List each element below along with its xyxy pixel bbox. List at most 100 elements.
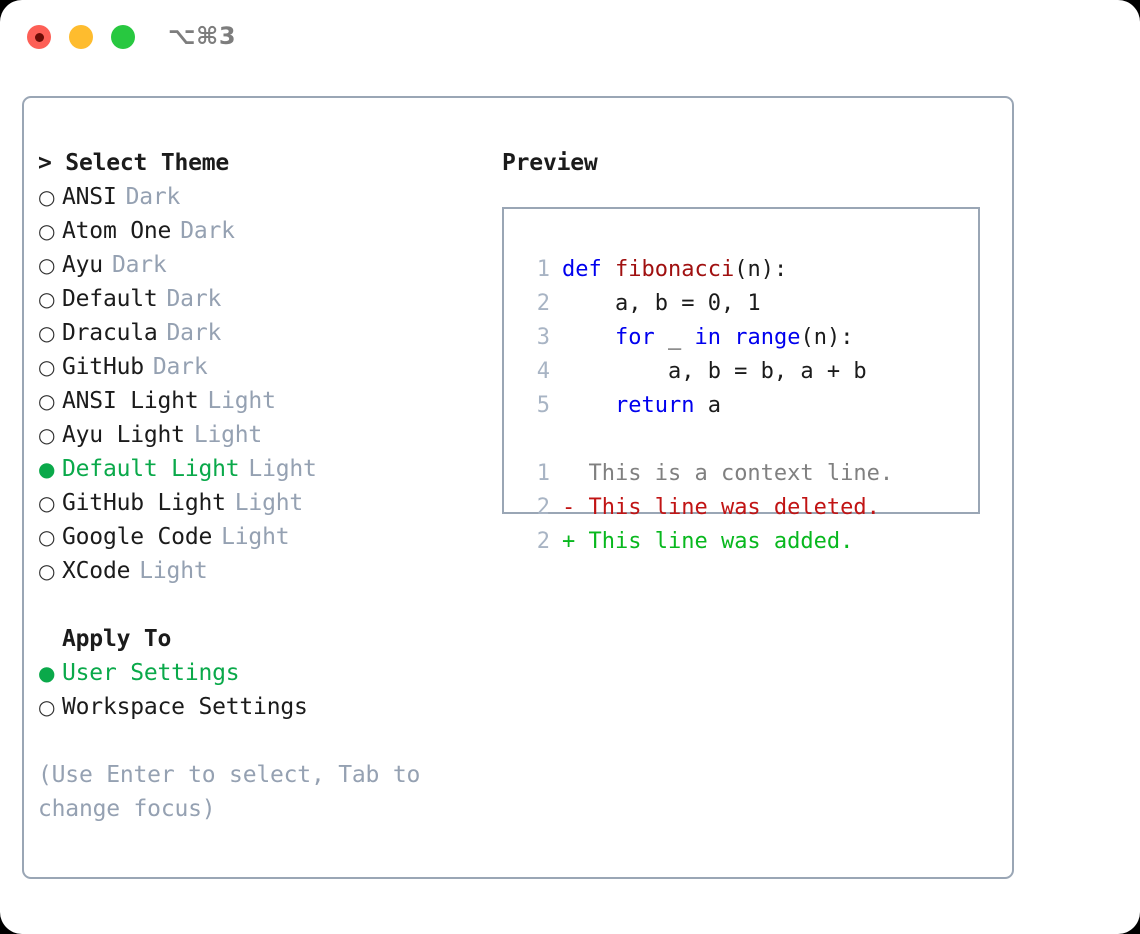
code-plain: _ [654, 325, 695, 350]
theme-option-xcode[interactable]: ○XCode Light [38, 554, 490, 588]
code-line-text: for _ in range(n): [562, 321, 853, 355]
code-plain [562, 393, 615, 418]
theme-option-label: XCode [62, 558, 131, 584]
code-line: 4 a, b = b, a + b [520, 355, 978, 389]
code-plain: a, b = b, a + b [562, 359, 867, 384]
window-controls [27, 25, 135, 49]
theme-option-label: Ayu Light [62, 422, 185, 448]
apply-to-option-label: User Settings [62, 660, 240, 686]
theme-option-badge: Light [234, 490, 304, 516]
apply-to-option-list: ●User Settings○Workspace Settings [38, 656, 490, 724]
diff-line: 1 This is a context line. [520, 457, 978, 491]
window-title: ⌥⌘3 [168, 22, 237, 50]
apply-to-heading: Apply To [62, 626, 172, 652]
diff-marker: + [562, 529, 576, 554]
code-plain [721, 325, 734, 350]
theme-option-label: ANSI [62, 184, 117, 210]
code-line-text: return a [562, 389, 721, 423]
code-keyword: in [694, 325, 721, 350]
theme-option-badge: Dark [166, 320, 222, 346]
radio-selected-icon: ● [38, 661, 56, 685]
theme-option-ayu[interactable]: ○Ayu Dark [38, 248, 490, 282]
code-plain: a [694, 393, 721, 418]
theme-option-badge: Dark [180, 218, 235, 244]
theme-option-label: Atom One [62, 218, 172, 244]
minimize-window-button[interactable] [69, 25, 93, 49]
diff-line: 2- This line was deleted. [520, 491, 978, 525]
diff-sample: 1 This is a context line.2- This line wa… [520, 457, 978, 559]
code-line-text: a, b = b, a + b [562, 355, 867, 389]
radio-icon: ○ [38, 287, 56, 311]
preview-heading: Preview [502, 150, 598, 176]
code-plain: (n): [800, 325, 854, 350]
select-theme-heading: > Select Theme [38, 150, 230, 176]
diff-line-text: This line was deleted. [575, 495, 880, 520]
radio-icon: ○ [38, 423, 56, 447]
theme-option-label: GitHub Light [62, 490, 226, 516]
code-line-number: 2 [536, 291, 550, 316]
diff-line-text: This is a context line. [575, 461, 894, 486]
theme-option-dracula[interactable]: ○Dracula Dark [38, 316, 490, 350]
diff-line: 2+ This line was added. [520, 525, 978, 559]
code-keyword: range [734, 325, 801, 350]
theme-option-label: Dracula [62, 320, 158, 346]
close-window-button[interactable] [27, 25, 51, 49]
theme-option-label: Google Code [62, 524, 213, 550]
code-function-name: fibonacci [615, 257, 735, 282]
radio-icon: ○ [38, 355, 56, 379]
radio-selected-icon: ● [38, 457, 56, 481]
radio-icon: ○ [38, 219, 56, 243]
code-line-text: def fibonacci(n): [562, 253, 787, 287]
code-line: 1 def fibonacci(n): [520, 253, 978, 287]
theme-option-badge: Dark [111, 252, 167, 278]
radio-icon: ○ [38, 253, 56, 277]
title-bar: ⌥⌘3 [0, 0, 1140, 76]
theme-option-badge: Dark [152, 354, 208, 380]
radio-icon: ○ [38, 559, 56, 583]
maximize-window-button[interactable] [111, 25, 135, 49]
diff-marker: - [562, 495, 576, 520]
theme-option-ansi-light[interactable]: ○ANSI Light Light [38, 384, 490, 418]
radio-icon: ○ [38, 321, 56, 345]
diff-line-number: 2 [536, 529, 550, 554]
theme-option-badge: Light [207, 388, 276, 414]
radio-icon: ○ [38, 389, 56, 413]
apply-to-option-user-settings[interactable]: ●User Settings [38, 656, 490, 690]
code-keyword: def [562, 257, 602, 282]
code-line: 5 return a [520, 389, 978, 423]
code-line-number: 5 [536, 393, 550, 418]
radio-icon: ○ [38, 491, 56, 515]
theme-option-github-light[interactable]: ○GitHub Light Light [38, 486, 490, 520]
theme-option-label: Ayu [62, 252, 103, 278]
code-keyword: for [614, 325, 655, 350]
diff-marker [562, 457, 575, 491]
code-line-number: 3 [536, 325, 550, 350]
radio-icon: ○ [38, 695, 56, 719]
theme-option-label: Default Light [62, 456, 240, 482]
code-plain [602, 257, 615, 282]
code-keyword: return [614, 393, 695, 418]
theme-option-badge: Light [139, 558, 208, 584]
code-plain: (n): [734, 257, 788, 282]
apply-to-option-workspace-settings[interactable]: ○Workspace Settings [38, 690, 490, 724]
theme-option-label: Default [62, 286, 158, 312]
radio-icon: ○ [38, 525, 56, 549]
theme-option-label: ANSI Light [62, 388, 199, 414]
theme-option-atom-one[interactable]: ○Atom One Dark [38, 214, 490, 248]
code-line: 3 for _ in range(n): [520, 321, 978, 355]
code-line-number: 1 [536, 257, 550, 282]
code-diff-spacer [520, 423, 978, 457]
